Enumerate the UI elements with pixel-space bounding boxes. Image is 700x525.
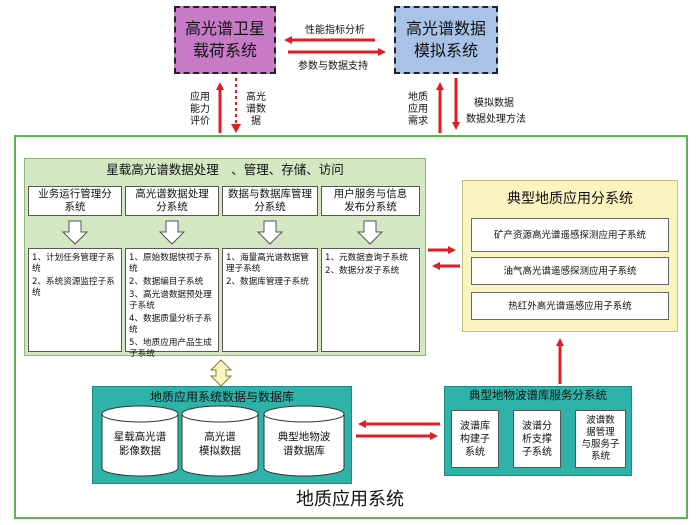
processing-title: 星载高光谱数据处理 、管理、存储、访问 <box>106 162 344 177</box>
simulation-data-label: 模拟数据 <box>474 98 514 109</box>
down-arrow-col-2 <box>158 220 186 245</box>
col-body-database: 1、海量高光谱数据管理子系统 2、数据库管理子系统 <box>222 248 318 352</box>
list-item: 1、海量高光谱数据管理子系统 <box>226 253 309 274</box>
col-body-operation: 1、计划任务管理子系统 2、系统资源监控子系统 <box>28 248 122 352</box>
hyperspectral-data-label: 高光 谱数 据 <box>246 92 266 127</box>
list-item: 3、高光谱数据预处理子系统 <box>129 290 212 311</box>
double-arrow-processing-database <box>209 359 233 387</box>
spectral-build-subsystem: 波谱库 构建子 系统 <box>451 410 499 468</box>
spectral-analysis-subsystem: 波谱分 析支撑 子系统 <box>513 410 561 468</box>
col-body-processing: 1、原始数据快视子系统 2、数据编目子系统 3、高光谱数据预处理子系统 4、数据… <box>125 248 219 359</box>
app-item-thermal-ir: 热红外高光谱遥感应用子系统 <box>471 292 669 320</box>
list-item: 1、元数据查询子系统 <box>325 253 408 263</box>
cylinder-simulation-data <box>181 405 259 477</box>
list-item: 2、数据编目子系统 <box>129 277 204 287</box>
col-body-user-service: 1、元数据查询子系统 2、数据分发子系统 <box>321 248 420 352</box>
cylinder-label-spectral-library: 典型地物波 谱数据库 <box>277 431 331 457</box>
simulation-system-box: 高光谱数据 模拟系统 <box>394 6 498 74</box>
col-head-processing: 高光谱数据处理 分系统 <box>125 186 219 216</box>
cylinder-label-simulation-data: 高光谱 模拟数据 <box>199 431 241 457</box>
list-item: 1、计划任务管理子系统 <box>32 253 115 274</box>
payload-system-box: 高光谱卫星 载荷系统 <box>174 6 276 74</box>
cylinder-spectral-library <box>263 405 345 477</box>
application-evaluation-label: 应用 能力 评价 <box>190 92 210 127</box>
system-label: 地质应用系统 <box>296 489 404 510</box>
down-arrow-col-4 <box>356 220 384 245</box>
app-item-oil-gas: 油气高光谱遥感探测应用子系统 <box>471 257 669 285</box>
spectral-management-subsystem: 波谱数 据管理 与服务子 系统 <box>575 410 626 468</box>
list-item: 2、系统资源监控子系统 <box>32 277 115 298</box>
list-item: 5、地质应用产品生成子系统 <box>129 338 212 359</box>
application-title: 典型地质应用分系统 <box>507 191 633 207</box>
col-head-database: 数据与数据库管理 分系统 <box>222 186 318 216</box>
col-head-user-service: 用户服务与信息 发布分系统 <box>321 186 420 216</box>
app-item-mineral: 矿产资源高光谱遥感探测应用子系统 <box>471 218 669 252</box>
performance-analysis-label: 性能指标分析 <box>305 25 365 36</box>
cylinder-label-satellite-image: 星载高光谱 影像数据 <box>113 431 167 457</box>
cylinder-satellite-image <box>101 405 179 477</box>
spectral-service-title: 典型地物波谱库服务分系统 <box>469 388 607 402</box>
list-item: 2、数据库管理子系统 <box>226 277 309 287</box>
col-head-operation: 业务运行管理分 系统 <box>28 186 122 216</box>
parameter-support-label: 参数与数据支持 <box>298 61 368 72</box>
geology-demand-label: 地质 应用 需求 <box>408 92 428 127</box>
list-item: 1、原始数据快视子系统 <box>129 253 212 274</box>
geology-application-system-frame <box>14 135 688 519</box>
list-item: 2、数据分发子系统 <box>325 266 400 276</box>
down-arrow-col-3 <box>256 220 284 245</box>
processing-method-label: 数据处理方法 <box>466 114 526 125</box>
database-title: 地质应用系统数据与数据库 <box>149 390 294 404</box>
down-arrow-col-1 <box>61 220 89 245</box>
list-item: 4、数据质量分析子系统 <box>129 314 212 335</box>
